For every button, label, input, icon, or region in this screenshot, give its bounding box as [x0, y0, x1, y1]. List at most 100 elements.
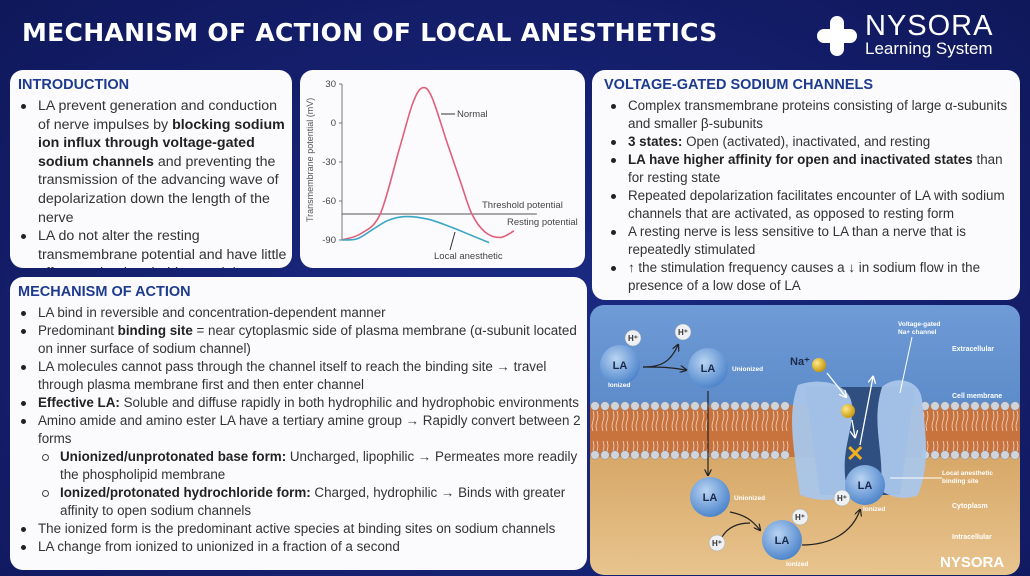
lipid-head — [620, 401, 630, 411]
diagram-watermark-logo: NYSORA — [940, 554, 1004, 571]
lipid-head — [940, 450, 950, 460]
bold-text: Effective LA: — [38, 395, 120, 410]
proton-label: H⁺ — [678, 328, 688, 337]
list-item: LA molecules cannot pass through the cha… — [10, 358, 587, 394]
bold-text: LA have higher affinity for open and ina… — [628, 152, 973, 167]
lipid-head — [710, 450, 720, 460]
lipid-tail — [931, 410, 939, 452]
list-item: Complex transmembrane proteins consistin… — [600, 97, 1020, 133]
ionized-label: Ionized — [863, 506, 885, 513]
lipid-head — [650, 401, 660, 411]
lipid-head — [1010, 401, 1020, 411]
la-molecule — [600, 345, 640, 385]
lipid-tail — [771, 410, 779, 452]
lipid-head — [630, 450, 640, 460]
lipid-tail — [1011, 410, 1019, 452]
local-anesthetic-label: Local anesthetic — [434, 251, 503, 262]
lipid-head — [740, 401, 750, 411]
moa-card: MECHANISM OF ACTION LA bind in reversibl… — [10, 277, 587, 570]
na-flow-arrow — [852, 419, 855, 437]
list-item: Predominant binding site = near cytoplas… — [10, 322, 587, 358]
lipid-head — [680, 450, 690, 460]
list-item: 3 states: Open (activated), inactivated,… — [600, 133, 1020, 151]
text: Uncharged, lipophilic → Permeates more r… — [60, 449, 578, 482]
lipid-head — [650, 450, 660, 460]
la-label: LA — [858, 480, 873, 492]
proton — [833, 489, 851, 507]
lipid-head — [930, 450, 940, 460]
lipid-tail — [731, 410, 739, 452]
lipid-head — [640, 450, 650, 460]
lipid-head — [590, 450, 600, 460]
lipid-tail — [751, 410, 759, 452]
na-ion — [841, 404, 855, 418]
lipid-head — [720, 401, 730, 411]
efflux-arrow — [859, 377, 873, 446]
unionized-label: Unionized — [732, 366, 763, 373]
na-flow-arrow — [826, 372, 846, 397]
ionized-label: Ionized — [608, 382, 630, 389]
text: LA molecules cannot pass through the cha… — [38, 359, 547, 392]
lipid-head — [610, 401, 620, 411]
lipid-tail — [961, 410, 969, 452]
list-item: Effective LA: Soluble and diffuse rapidl… — [10, 394, 587, 412]
moa-list: LA bind in reversible and concentration-… — [10, 304, 587, 556]
lipid-head — [600, 401, 610, 411]
channel-block-x-icon: ✕ — [846, 441, 864, 466]
lipid-tail — [681, 410, 689, 452]
la-label: LA — [775, 535, 790, 547]
lipid-tail — [601, 410, 609, 452]
intracellular-label: Intracellular — [952, 534, 992, 541]
text: = near cytoplasmic side of plasma membra… — [38, 323, 577, 356]
lipid-head — [960, 401, 970, 411]
lipid-head — [950, 450, 960, 460]
normal-label: Normal — [457, 109, 488, 120]
proton — [791, 508, 809, 526]
lipid-tail — [661, 410, 669, 452]
page-title: MECHANISM OF ACTION OF LOCAL ANESTHETICS — [22, 18, 718, 47]
lipid-head — [770, 450, 780, 460]
text: Complex transmembrane proteins consistin… — [628, 98, 1008, 131]
lipid-head — [720, 450, 730, 460]
lipid-bilayer — [590, 401, 1020, 460]
na-label: Na⁺ — [790, 356, 810, 368]
lipid-head — [710, 401, 720, 411]
lipid-head — [690, 401, 700, 411]
lipid-head — [670, 450, 680, 460]
la-label: LA — [613, 360, 628, 372]
lipid-head — [680, 401, 690, 411]
lipid-tail — [991, 410, 999, 452]
text: Predominant — [38, 323, 118, 338]
lipid-head — [990, 450, 1000, 460]
channel-subunit-left — [792, 381, 853, 500]
lipid-head — [980, 450, 990, 460]
lipid-head — [930, 401, 940, 411]
lipid-tail — [611, 410, 619, 452]
lipid-tail — [941, 410, 949, 452]
lipid-head — [750, 401, 760, 411]
normal-curve — [341, 86, 515, 241]
la-label: LA — [703, 492, 718, 504]
lipid-head — [780, 401, 790, 411]
lipid-head — [670, 401, 680, 411]
lipid-tail — [691, 410, 699, 452]
proton-label: H⁺ — [795, 513, 805, 522]
threshold-label: Threshold potential — [482, 200, 563, 211]
lipid-head — [700, 450, 710, 460]
proton-label: H⁺ — [712, 539, 722, 548]
resting-potential-label: Resting potential — [507, 217, 578, 228]
text: ↑ the stimulation frequency causes a ↓ i… — [628, 260, 981, 293]
text: Amino amide and amino ester LA have a te… — [38, 413, 581, 446]
proton — [708, 534, 726, 552]
lipid-head — [700, 401, 710, 411]
introduction-heading: INTRODUCTION — [18, 77, 130, 93]
vgsc-card: VOLTAGE-GATED SODIUM CHANNELS Complex tr… — [592, 70, 1020, 300]
lipid-head — [690, 450, 700, 460]
lipid-tail — [641, 410, 649, 452]
lipid-head — [660, 401, 670, 411]
channel-subunit-right — [877, 380, 926, 498]
text: than for resting state — [628, 152, 1003, 185]
lipid-head — [630, 401, 640, 411]
